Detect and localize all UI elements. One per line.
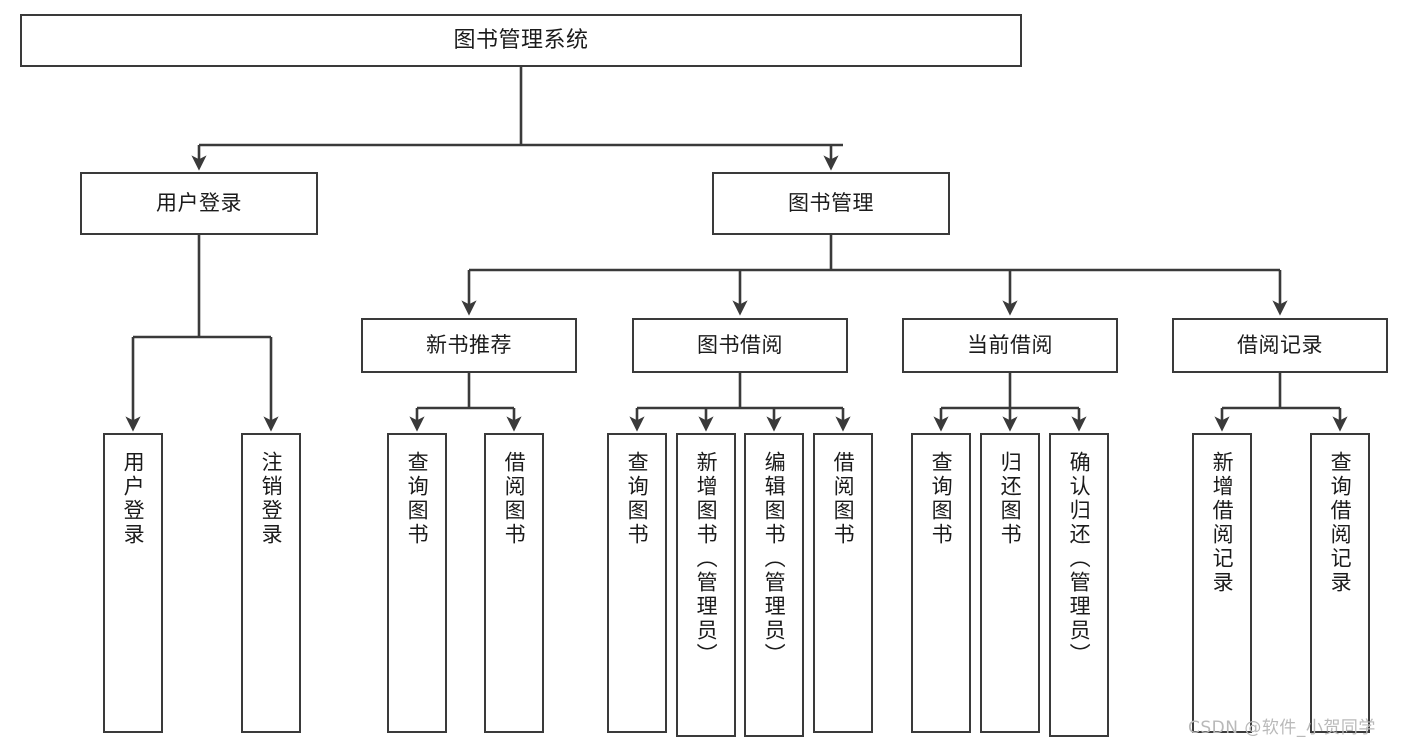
leaf-borrow-edit-book-admin[interactable]: 编辑图书（管理员） — [744, 433, 804, 737]
node-label: 新书推荐 — [426, 333, 512, 358]
leaf-current-query-book[interactable]: 查询图书 — [911, 433, 971, 733]
node-label: 借阅图书 — [831, 451, 856, 547]
leaf-recommend-borrow-book[interactable]: 借阅图书 — [484, 433, 544, 733]
node-new-book-recommend[interactable]: 新书推荐 — [361, 318, 577, 373]
node-label: 新增借阅记录 — [1210, 451, 1235, 595]
node-label: 借阅图书 — [502, 451, 527, 547]
node-label: 编辑图书（管理员） — [762, 451, 787, 667]
leaf-record-query-record[interactable]: 查询借阅记录 — [1310, 433, 1370, 733]
node-label: 归还图书 — [998, 451, 1023, 547]
leaf-borrow-add-book-admin[interactable]: 新增图书（管理员） — [676, 433, 736, 737]
node-root-library-system[interactable]: 图书管理系统 — [20, 14, 1022, 67]
node-label: 图书借阅 — [697, 333, 783, 358]
node-label: 查询图书 — [405, 451, 430, 547]
node-book-borrow[interactable]: 图书借阅 — [632, 318, 848, 373]
node-label: 当前借阅 — [967, 333, 1053, 358]
node-user-login[interactable]: 用户登录 — [80, 172, 318, 235]
node-label: 查询图书 — [929, 451, 954, 547]
node-label: 借阅记录 — [1237, 333, 1323, 358]
csdn-watermark: CSDN @软件_小贺同学 — [1188, 718, 1376, 738]
node-label: 用户登录 — [156, 191, 242, 216]
leaf-record-add-record[interactable]: 新增借阅记录 — [1192, 433, 1252, 733]
node-label: 图书管理 — [788, 191, 874, 216]
node-label: 查询图书 — [625, 451, 650, 547]
leaf-borrow-query-book[interactable]: 查询图书 — [607, 433, 667, 733]
node-label: 图书管理系统 — [453, 27, 589, 53]
node-label: 查询借阅记录 — [1328, 451, 1353, 595]
node-borrow-record[interactable]: 借阅记录 — [1172, 318, 1388, 373]
leaf-recommend-query-book[interactable]: 查询图书 — [387, 433, 447, 733]
leaf-current-confirm-return-admin[interactable]: 确认归还（管理员） — [1049, 433, 1109, 737]
node-label: 新增图书（管理员） — [694, 451, 719, 667]
node-label: 注销登录 — [259, 451, 284, 547]
leaf-user-login-signout[interactable]: 注销登录 — [241, 433, 301, 733]
node-book-management[interactable]: 图书管理 — [712, 172, 950, 235]
node-label: 确认归还（管理员） — [1067, 451, 1092, 667]
leaf-borrow-borrow-book[interactable]: 借阅图书 — [813, 433, 873, 733]
leaf-user-login-signin[interactable]: 用户登录 — [103, 433, 163, 733]
node-current-borrow[interactable]: 当前借阅 — [902, 318, 1118, 373]
leaf-current-return-book[interactable]: 归还图书 — [980, 433, 1040, 733]
node-label: 用户登录 — [121, 451, 146, 547]
